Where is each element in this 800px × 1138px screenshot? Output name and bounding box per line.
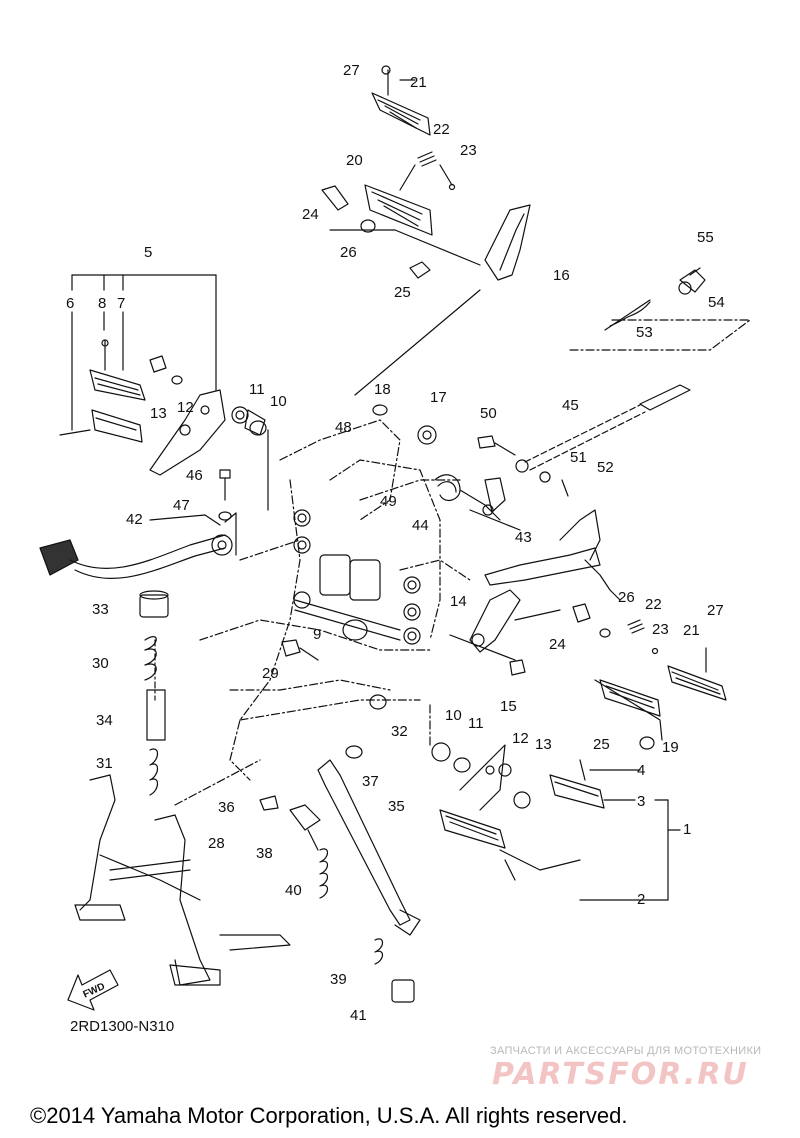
callout-35: 35 [388, 798, 405, 815]
callout-3: 3 [637, 793, 646, 810]
watermark-caption: ЗАПЧАСТИ И АКСЕССУАРЫ ДЛЯ МОТОТЕХНИКИ [490, 1045, 762, 1057]
callout-17: 17 [430, 389, 447, 406]
upper-footrest-assembly [321, 65, 531, 281]
callout-29: 29 [262, 665, 279, 682]
brake-pedal-42 [39, 512, 237, 579]
front-right-footrest [431, 742, 605, 881]
callout-13: 13 [150, 405, 167, 422]
callout-33: 33 [92, 601, 109, 618]
fwd-arrow [67, 969, 119, 1011]
callout-10b: 10 [445, 707, 462, 724]
callout-32: 32 [391, 723, 408, 740]
callout-12: 12 [177, 399, 194, 416]
callout-28: 28 [208, 835, 225, 852]
callout-14: 14 [450, 593, 467, 610]
callout-4: 4 [637, 762, 646, 779]
callout-30: 30 [92, 655, 109, 672]
callout-43: 43 [515, 529, 532, 546]
callout-2: 2 [637, 891, 646, 908]
callout-21: 21 [410, 74, 427, 91]
callout-19: 19 [662, 739, 679, 756]
callout-1: 1 [683, 821, 692, 838]
bolt-46-47 [218, 469, 232, 521]
callout-36: 36 [218, 799, 235, 816]
right-footrest-lower [572, 559, 727, 750]
callout-26: 26 [340, 244, 357, 261]
callout-26b: 26 [618, 589, 635, 606]
callout-12b: 12 [512, 730, 529, 747]
callout-16: 16 [553, 267, 570, 284]
callout-27: 27 [343, 62, 360, 79]
rear-left-footrest [59, 339, 226, 476]
callout-25: 25 [394, 284, 411, 301]
callout-18: 18 [374, 381, 391, 398]
frame-pivots [293, 509, 421, 645]
shift-rod-45 [477, 384, 691, 497]
callout-10: 10 [270, 393, 287, 410]
callout-37: 37 [362, 773, 379, 790]
callout-15: 15 [500, 698, 517, 715]
callout-31: 31 [96, 755, 113, 772]
callout-21b: 21 [683, 622, 700, 639]
callout-23: 23 [460, 142, 477, 159]
callout-51: 51 [570, 449, 587, 466]
callout-13b: 13 [535, 736, 552, 753]
callout-34: 34 [96, 712, 113, 729]
frame-outline [199, 419, 471, 781]
callout-54: 54 [708, 294, 725, 311]
callout-24b: 24 [549, 636, 566, 653]
items-17-18 [354, 289, 481, 445]
callout-7: 7 [117, 295, 126, 312]
callout-39: 39 [330, 971, 347, 988]
spacer-10-11 [231, 406, 269, 511]
leader-lines [174, 539, 431, 806]
callout-25b: 25 [593, 736, 610, 753]
watermark-logo: PARTSFOR.RU [492, 1057, 749, 1092]
bracket-group-5 [71, 274, 217, 431]
callout-40: 40 [285, 882, 302, 899]
callout-38: 38 [256, 845, 273, 862]
callout-55: 55 [697, 229, 714, 246]
shift-rod-53-box [569, 267, 751, 351]
callout-22: 22 [433, 121, 450, 138]
callout-46: 46 [186, 467, 203, 484]
callout-22b: 22 [645, 596, 662, 613]
callout-45: 45 [562, 397, 579, 414]
bracket-group-1 [579, 769, 681, 901]
center-stand [74, 590, 291, 986]
callout-8: 8 [98, 295, 107, 312]
bolts-15-29-32 [281, 634, 526, 710]
callout-44: 44 [412, 517, 429, 534]
copyright-notice: ©2014 Yamaha Motor Corporation, U.S.A. A… [30, 1103, 628, 1128]
callout-42: 42 [126, 511, 143, 528]
callout-9: 9 [313, 626, 322, 643]
side-stand-35 [259, 745, 421, 1003]
callout-20: 20 [346, 152, 363, 169]
shift-pedal-14 [469, 509, 601, 653]
callout-11: 11 [249, 381, 265, 398]
callout-47: 47 [173, 497, 190, 514]
callout-52: 52 [597, 459, 614, 476]
callout-24: 24 [302, 206, 319, 223]
callout-53: 53 [636, 324, 653, 341]
callout-5: 5 [144, 244, 153, 261]
callout-6: 6 [66, 295, 75, 312]
callout-48: 48 [335, 419, 352, 436]
callout-41: 41 [350, 1007, 367, 1024]
callout-50: 50 [480, 405, 497, 422]
callout-11b: 11 [468, 715, 484, 732]
spring-44-shaft-43 [434, 474, 521, 531]
callout-49: 49 [380, 493, 397, 510]
diagram-code: 2RD1300-N310 [70, 1018, 175, 1035]
callout-27b: 27 [707, 602, 724, 619]
callout-23b: 23 [652, 621, 669, 638]
